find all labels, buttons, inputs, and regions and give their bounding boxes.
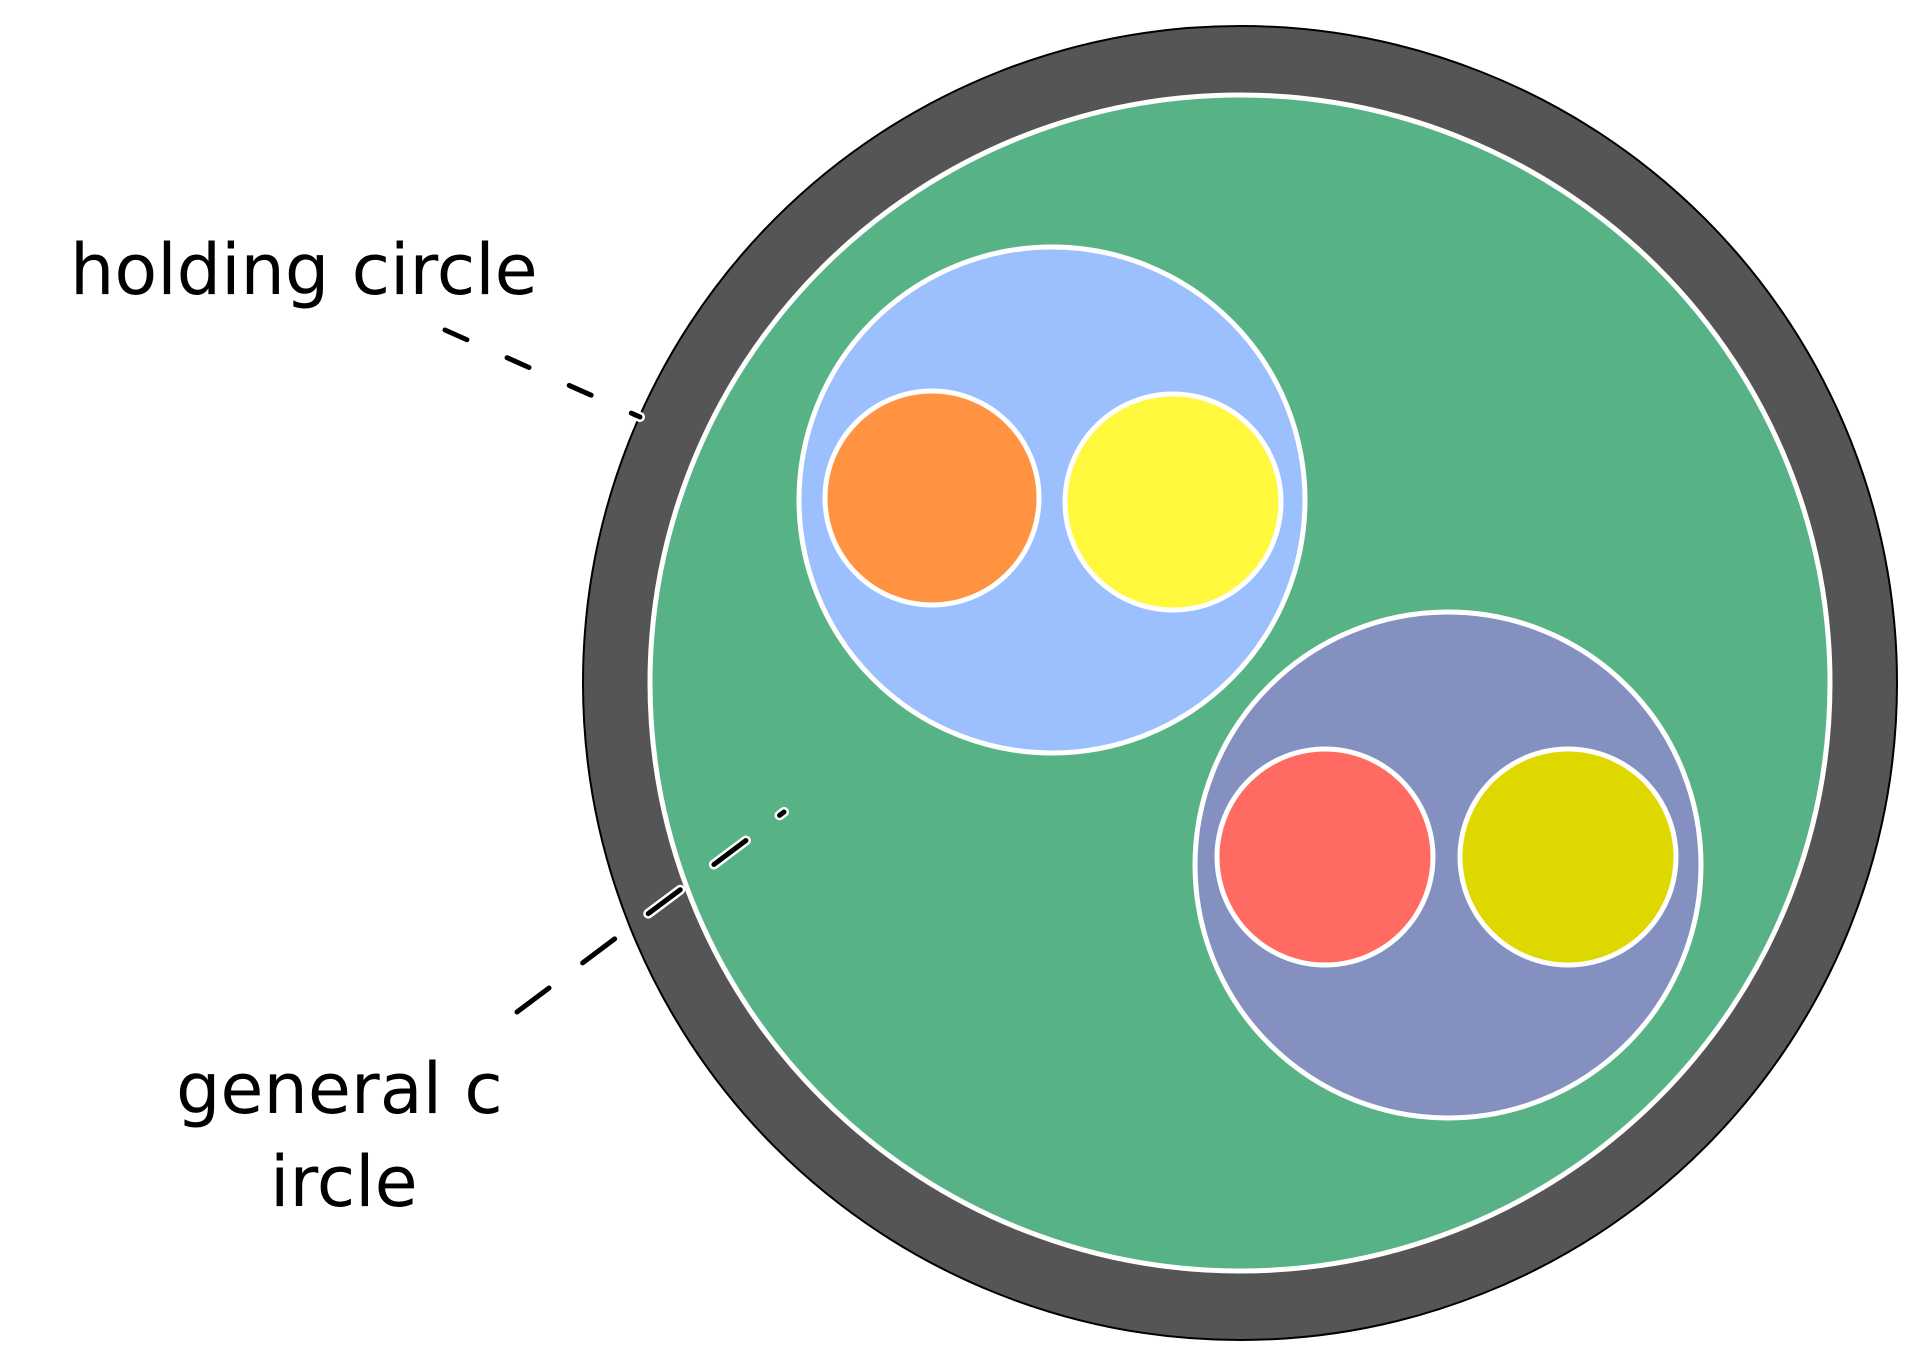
group-circle-slate-blue bbox=[1192, 609, 1704, 1121]
general-circle-label-line2: ircle bbox=[270, 1141, 418, 1223]
general-circle-leader bbox=[512, 807, 789, 1017]
holding-circle-label: holding circle bbox=[70, 229, 538, 311]
general-circle bbox=[647, 92, 1833, 1274]
dot-orange bbox=[822, 388, 1042, 608]
holding-circle-leader bbox=[440, 325, 645, 422]
general-circle-label-line1: general c bbox=[176, 1048, 503, 1130]
dot-olive bbox=[1457, 746, 1679, 968]
dot-red bbox=[1214, 746, 1436, 968]
dot-yellow bbox=[1062, 391, 1284, 613]
group-circle-light-blue bbox=[796, 244, 1308, 756]
